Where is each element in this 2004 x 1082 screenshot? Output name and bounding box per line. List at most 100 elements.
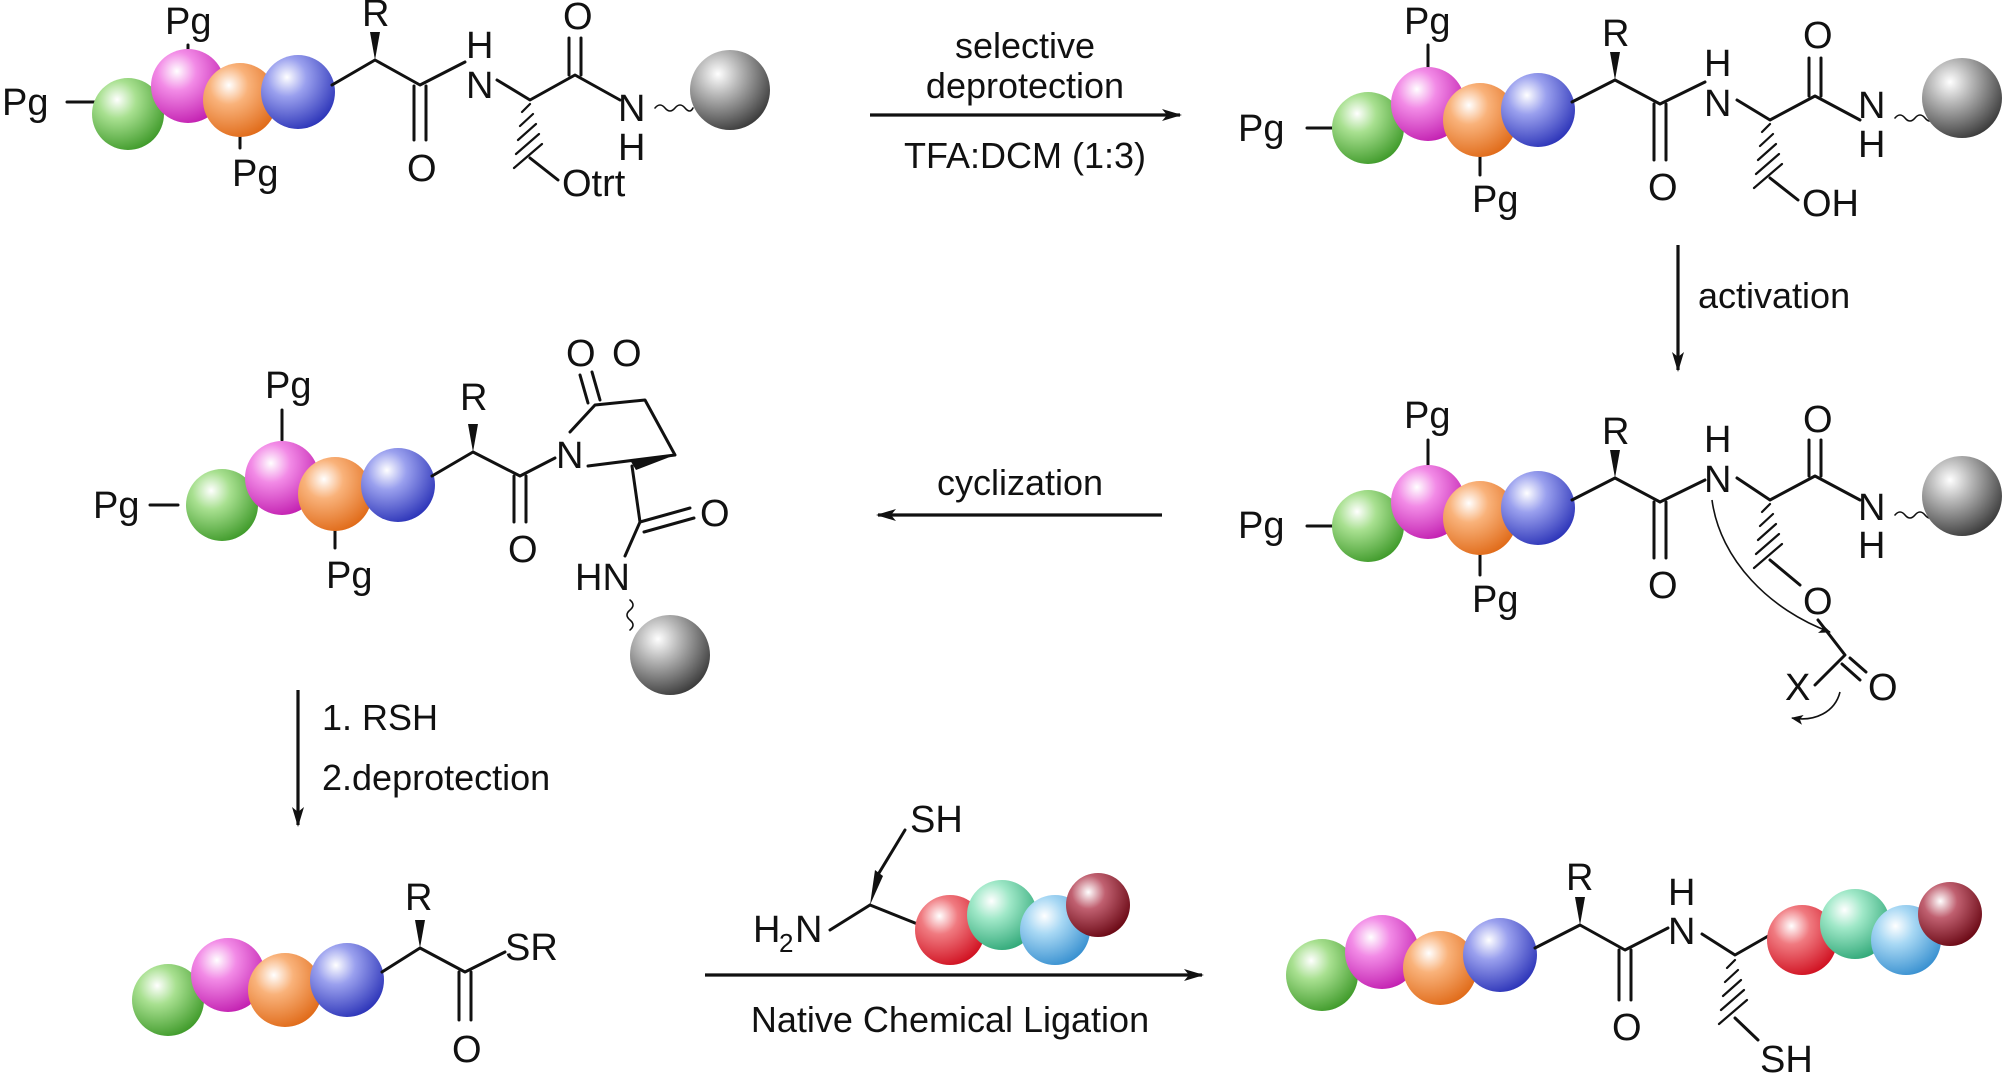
atom-n: N — [618, 88, 645, 130]
residue-bead-green — [1332, 92, 1404, 164]
atom-o: O — [566, 333, 596, 375]
residue-bead-green — [132, 964, 204, 1036]
reagent-label: deprotection — [926, 65, 1124, 106]
reaction-step-ncl: Native Chemical Ligation H 2 N SH — [705, 799, 1204, 1040]
atom-pg: Pg — [265, 365, 311, 407]
atom-pg: Pg — [165, 1, 211, 43]
residue-bead-blue — [1501, 73, 1575, 147]
reagent-label: 1. RSH — [322, 697, 438, 738]
residue-bead-orange — [1443, 481, 1517, 555]
atom-pg: Pg — [93, 485, 139, 527]
atom-o: O — [1612, 1007, 1642, 1049]
atom-hn: HN — [575, 557, 630, 599]
atom-pg: Pg — [1472, 579, 1518, 621]
residue-bead-orange — [298, 457, 372, 531]
residue-bead-green — [1286, 939, 1358, 1011]
atom-n: N — [1858, 487, 1885, 529]
atom-r: R — [460, 377, 487, 419]
atom-o: O — [1648, 167, 1678, 209]
reaction-step-cyclization: cyclization — [876, 462, 1162, 521]
atom-pg: Pg — [1404, 1, 1450, 43]
atom-n: N — [466, 65, 493, 107]
reagent-label: Native Chemical Ligation — [751, 999, 1149, 1040]
residue-bead-orange — [1443, 83, 1517, 157]
reagent-label: TFA:DCM (1:3) — [904, 135, 1146, 176]
atom-o: O — [1803, 581, 1833, 623]
atom-h2n-h: H — [753, 909, 780, 951]
reaction-step-activation: activation — [1672, 245, 1850, 372]
atom-sh: SH — [910, 799, 963, 841]
atom-h: H — [1704, 419, 1731, 461]
residue-bead-blue — [310, 943, 384, 1017]
atom-h: H — [1858, 124, 1885, 166]
atom-h: H — [618, 127, 645, 169]
reagent-label: selective — [955, 25, 1095, 66]
residue-bead-teal — [967, 880, 1037, 950]
resin-bead — [1922, 58, 2002, 138]
reagent-label: cyclization — [937, 462, 1103, 503]
atom-o: O — [1803, 15, 1833, 57]
atom-r: R — [1566, 857, 1593, 899]
atom-pg: Pg — [2, 82, 48, 124]
atom-r: R — [1602, 13, 1629, 55]
residue-bead-orange — [248, 953, 322, 1027]
atom-h: H — [1858, 525, 1885, 567]
atom-pg: Pg — [326, 555, 372, 597]
resin-bead — [690, 50, 770, 130]
reagent-label: activation — [1698, 275, 1850, 316]
atom-pg: Pg — [1404, 395, 1450, 437]
atom-n: N — [1704, 459, 1731, 501]
atom-o: O — [612, 333, 642, 375]
atom-h: H — [1668, 872, 1695, 914]
atom-x: X — [1785, 667, 1810, 709]
atom-o: O — [563, 0, 593, 38]
atom-pg: Pg — [1238, 108, 1284, 150]
residue-bead-maroon — [1066, 873, 1130, 937]
atom-sr: SR — [505, 927, 558, 969]
compound-ligation-product: R O H N SH — [1286, 857, 1982, 1081]
residue-bead-magenta — [191, 938, 265, 1012]
compound-oxazolidinone: Pg Pg Pg R O N O O O HN — [93, 333, 730, 695]
residue-bead-green — [92, 78, 164, 150]
electron-push-arrow — [1711, 499, 1831, 633]
reaction-step-deprotection: selective deprotection TFA:DCM (1:3) — [870, 25, 1182, 176]
resin-bead — [630, 615, 710, 695]
atom-h: H — [466, 25, 493, 67]
atom-otrt: Otrt — [562, 163, 626, 205]
atom-r: R — [1602, 411, 1629, 453]
residue-bead-orange — [203, 63, 277, 137]
reaction-step-thiolysis: 1. RSH 2.deprotection — [292, 690, 550, 827]
residue-bead-green — [186, 469, 258, 541]
residue-bead-blue — [361, 448, 435, 522]
atom-h: H — [1704, 43, 1731, 85]
resin-bead — [1922, 456, 2002, 536]
atom-n: N — [556, 435, 583, 477]
atom-o: O — [1648, 565, 1678, 607]
atom-o: O — [1868, 667, 1898, 709]
atom-h2n-sub: 2 — [779, 928, 793, 958]
compound-peptide-thioester: R O SR — [132, 877, 558, 1071]
atom-sh: SH — [1760, 1039, 1813, 1081]
residue-bead-green — [1332, 490, 1404, 562]
atom-n: N — [1668, 911, 1695, 953]
atom-o: O — [700, 493, 730, 535]
reagent-label: 2.deprotection — [322, 757, 550, 798]
atom-h2n-n: N — [795, 909, 822, 951]
atom-o: O — [407, 148, 437, 190]
atom-o: O — [1803, 399, 1833, 441]
residue-bead-maroon — [1918, 882, 1982, 946]
compound-cysteine-peptide: H 2 N SH — [753, 799, 1130, 965]
residue-bead-blue — [1501, 471, 1575, 545]
atom-pg: Pg — [232, 153, 278, 195]
atom-o: O — [452, 1029, 482, 1071]
atom-n: N — [1704, 83, 1731, 125]
atom-pg: Pg — [1472, 179, 1518, 221]
atom-o: O — [508, 529, 538, 571]
residue-bead-magenta — [1345, 915, 1419, 989]
atom-pg: Pg — [1238, 505, 1284, 547]
compound-free-hydroxyl-peptide: Pg Pg Pg R O H N O N H OH — [1238, 1, 2002, 225]
atom-r: R — [405, 877, 432, 919]
compound-trityl-protected-peptide: Pg Pg Pg R O H N O N H Otrt — [2, 0, 770, 205]
residue-bead-red — [1767, 905, 1837, 975]
